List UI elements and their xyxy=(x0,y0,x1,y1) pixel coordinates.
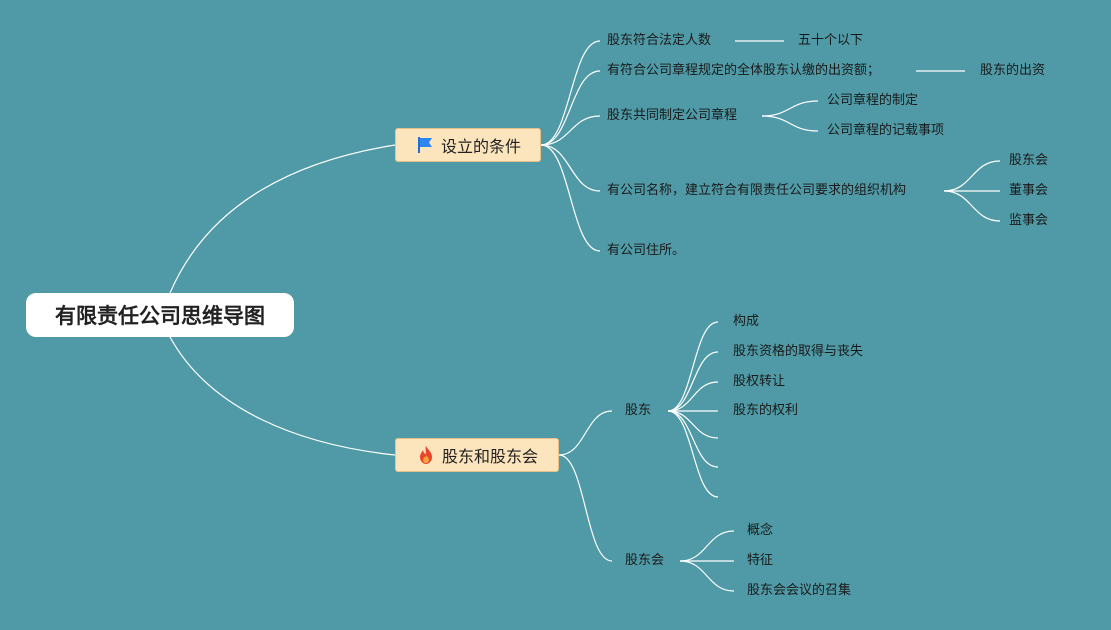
node-composition[interactable]: 构成 xyxy=(733,314,760,329)
node-capital[interactable]: 有符合公司章程规定的全体股东认缴的出资额； xyxy=(607,63,881,78)
connector-meeting xyxy=(558,454,613,562)
node-capital-contribution[interactable]: 股东的出资 xyxy=(980,63,1046,78)
node-shareholders-count[interactable]: 股东符合法定人数 xyxy=(607,33,712,48)
node-articles-contents[interactable]: 公司章程的记载事项 xyxy=(827,123,945,138)
connector-conditions-3 xyxy=(540,144,601,192)
node-articles[interactable]: 股东共同制定公司章程 xyxy=(607,108,738,123)
branch-shareholders-label: 股东和股东会 xyxy=(441,447,538,466)
node-equity-transfer[interactable]: 股权转让 xyxy=(733,374,786,389)
node-under-fifty[interactable]: 五十个以下 xyxy=(798,33,864,48)
node-concept[interactable]: 概念 xyxy=(747,523,774,538)
node-name-organization[interactable]: 有公司名称，建立符合有限责任公司要求的组织机构 xyxy=(607,183,907,198)
branch-conditions-label: 设立的条件 xyxy=(440,137,521,156)
branch-conditions[interactable]: 设立的条件 xyxy=(395,128,541,162)
root-node[interactable]: 有限责任公司思维导图 xyxy=(26,293,294,337)
connector-org-2 xyxy=(943,190,1001,222)
connector-shareholder xyxy=(558,410,613,456)
connector-articles-0 xyxy=(761,100,819,117)
connector-conditions-2 xyxy=(540,115,601,146)
connector-org-0 xyxy=(943,160,1001,192)
connector-root-shareholders xyxy=(169,336,396,456)
connector-conditions-0 xyxy=(540,40,601,146)
connector-conditions-4 xyxy=(540,144,601,252)
connector-meeting-0 xyxy=(679,530,735,562)
node-board-of-directors[interactable]: 董事会 xyxy=(1009,183,1049,198)
node-board-of-supervisors[interactable]: 监事会 xyxy=(1009,213,1049,228)
node-domicile[interactable]: 有公司住所。 xyxy=(607,243,686,258)
node-shareholder-rights[interactable]: 股东的权利 xyxy=(733,403,799,418)
connector-shareholder-1 xyxy=(667,351,719,412)
connector-shareholder-2 xyxy=(667,381,719,412)
node-articles-drafting[interactable]: 公司章程的制定 xyxy=(827,93,919,108)
node-qualification[interactable]: 股东资格的取得与丧失 xyxy=(733,344,864,359)
connector-shareholder-0 xyxy=(667,321,719,412)
connector-shareholder-5 xyxy=(667,410,719,468)
connector-conditions-1 xyxy=(540,70,601,146)
node-shareholders-meeting-org[interactable]: 股东会 xyxy=(1009,153,1049,168)
node-meeting-convening[interactable]: 股东会会议的召集 xyxy=(747,583,852,598)
fire-icon xyxy=(416,445,436,465)
connector-shareholder-4 xyxy=(667,410,719,439)
connector-articles-1 xyxy=(761,115,819,132)
node-shareholders-meeting[interactable]: 股东会 xyxy=(625,553,665,568)
node-shareholder[interactable]: 股东 xyxy=(625,403,652,418)
connector-shareholder-6 xyxy=(667,410,719,498)
flag-icon xyxy=(415,135,435,155)
node-characteristics[interactable]: 特征 xyxy=(747,553,774,568)
branch-shareholders[interactable]: 股东和股东会 xyxy=(395,438,559,472)
connector-root-conditions xyxy=(169,144,396,294)
connector-meeting-2 xyxy=(679,560,735,592)
root-label: 有限责任公司思维导图 xyxy=(55,304,265,328)
